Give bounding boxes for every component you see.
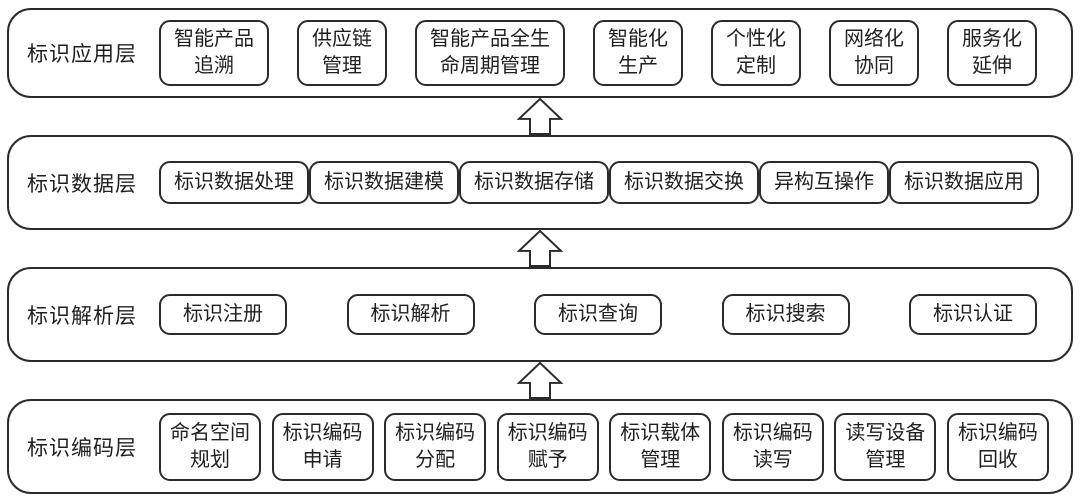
arrow-row — [7, 230, 1073, 267]
layer-boxes: 标识数据处理 标识数据建模 标识数据存储 标识数据交换 异构互操作 标识数据应用 — [149, 161, 1071, 204]
layer-label: 标识编码层 — [27, 435, 137, 460]
up-arrow-icon — [516, 362, 564, 399]
function-box: 标识搜索 — [721, 294, 850, 335]
layer-boxes: 标识注册 标识解析 标识查询 标识搜索 标识认证 — [149, 294, 1071, 335]
function-box: 标识编码 赋予 — [496, 412, 599, 481]
function-box: 供应链 管理 — [297, 20, 387, 86]
function-box: 命名空间 规划 — [159, 412, 261, 481]
function-box: 标识数据应用 — [889, 161, 1039, 204]
arrow-row — [7, 362, 1073, 399]
function-box: 智能产品 追溯 — [159, 20, 269, 86]
function-box: 读写设备 管理 — [834, 412, 937, 481]
function-box: 标识查询 — [534, 294, 662, 335]
function-box: 智能产品全生 命周期管理 — [415, 20, 565, 86]
function-box: 标识数据处理 — [159, 161, 309, 204]
function-box: 标识编码 申请 — [271, 412, 374, 481]
layer-label: 标识应用层 — [27, 42, 137, 66]
up-arrow-icon — [516, 230, 564, 267]
function-box: 标识注册 — [159, 294, 287, 335]
function-box: 标识数据存储 — [459, 161, 609, 204]
arrow-row — [7, 98, 1073, 135]
layer-coding: 标识编码层 命名空间 规划 标识编码 申请 标识编码 分配 标识编码 赋予 标识… — [7, 399, 1073, 494]
function-box: 标识载体 管理 — [609, 412, 712, 481]
function-box: 异构互操作 — [759, 161, 889, 204]
layer-label: 标识数据层 — [27, 171, 137, 196]
layer-boxes: 智能产品 追溯 供应链 管理 智能产品全生 命周期管理 智能化 生产 个性化 定… — [149, 20, 1071, 86]
layer-resolution: 标识解析层 标识注册 标识解析 标识查询 标识搜索 标识认证 — [7, 267, 1073, 362]
layer-application: 标识应用层 智能产品 追溯 供应链 管理 智能产品全生 命周期管理 智能化 生产… — [7, 8, 1073, 98]
layer-boxes: 命名空间 规划 标识编码 申请 标识编码 分配 标识编码 赋予 标识载体 管理 … — [149, 412, 1071, 481]
up-arrow-icon — [516, 98, 564, 135]
function-box: 标识编码 回收 — [946, 412, 1049, 481]
function-box: 标识数据建模 — [309, 161, 459, 204]
function-box: 标识编码 读写 — [721, 412, 824, 481]
function-box: 标识数据交换 — [609, 161, 759, 204]
layer-label: 标识解析层 — [27, 303, 137, 328]
function-box: 标识解析 — [346, 294, 475, 335]
layer-data: 标识数据层 标识数据处理 标识数据建模 标识数据存储 标识数据交换 异构互操作 … — [7, 135, 1073, 230]
function-box: 智能化 生产 — [593, 20, 683, 86]
function-box: 网络化 协同 — [829, 20, 919, 86]
function-box: 标识编码 分配 — [384, 412, 487, 481]
function-box: 标识认证 — [909, 294, 1037, 335]
function-box: 服务化 延伸 — [947, 20, 1037, 86]
function-box: 个性化 定制 — [711, 20, 801, 86]
